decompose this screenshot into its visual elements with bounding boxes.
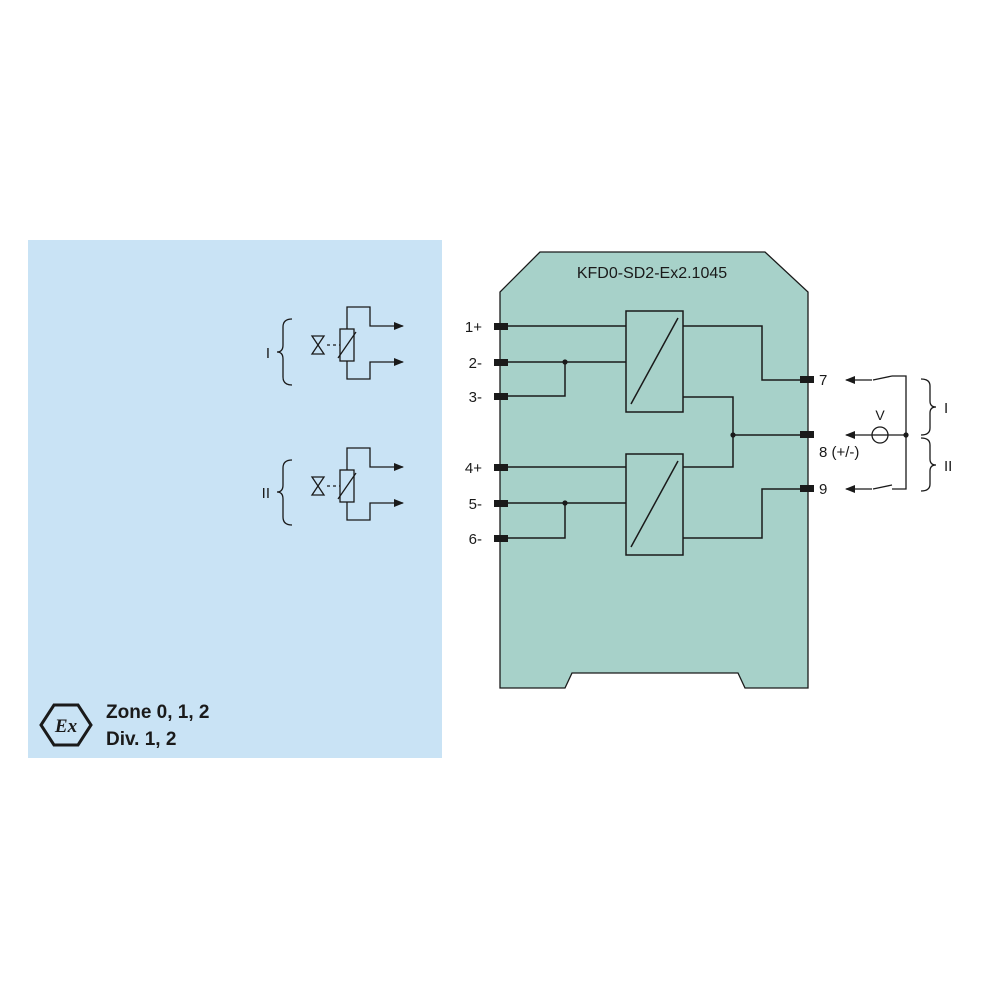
device-name: KFD0-SD2-Ex2.1045 — [577, 265, 727, 282]
terminal-label-6: 6- — [469, 531, 482, 548]
output-terminals — [800, 376, 814, 492]
terminal-label-5: 5- — [469, 496, 482, 513]
channel-bracket-left-1 — [276, 318, 293, 386]
terminal-1 — [494, 323, 508, 330]
load-circuit — [845, 375, 909, 493]
ex-hazardous-area-icon: Ex — [39, 703, 93, 747]
terminal-label-8: 8 (+/-) — [819, 444, 859, 461]
voltage-label: V — [875, 407, 885, 423]
channel-bracket-left-2 — [276, 459, 293, 526]
input-terminals — [494, 323, 508, 542]
isolator-channel-1 — [625, 310, 684, 413]
terminal-3 — [494, 393, 508, 400]
terminal-label-1: 1+ — [465, 319, 482, 336]
isolator-channel-2 — [625, 453, 684, 556]
terminal-2 — [494, 359, 508, 366]
terminal-9 — [800, 485, 814, 492]
channel-bracket-right-2 — [920, 437, 937, 492]
division-text: Div. 1, 2 — [106, 729, 176, 750]
terminal-5 — [494, 500, 508, 507]
terminal-label-2: 2- — [469, 355, 482, 372]
terminal-label-9: 9 — [819, 481, 827, 498]
channel-label-left-1: I — [266, 345, 270, 362]
svg-text:Ex: Ex — [54, 716, 78, 737]
terminal-8 — [800, 431, 814, 438]
terminal-7 — [800, 376, 814, 383]
input-wiring — [508, 325, 626, 539]
terminal-label-4: 4+ — [465, 460, 482, 477]
terminal-6 — [494, 535, 508, 542]
solenoid-valve-icon-2 — [310, 447, 404, 521]
output-wiring — [683, 325, 800, 539]
hazardous-area-panel — [28, 240, 442, 758]
terminal-label-7: 7 — [819, 372, 827, 389]
terminal-label-3: 3- — [469, 389, 482, 406]
solenoid-valve-icon-1 — [310, 306, 404, 380]
terminal-4 — [494, 464, 508, 471]
channel-label-left-2: II — [262, 485, 270, 502]
channel-bracket-right-1 — [920, 378, 937, 436]
channel-label-right-2: II — [944, 458, 952, 475]
zone-text: Zone 0, 1, 2 — [106, 702, 209, 723]
channel-label-right-1: I — [944, 400, 948, 417]
